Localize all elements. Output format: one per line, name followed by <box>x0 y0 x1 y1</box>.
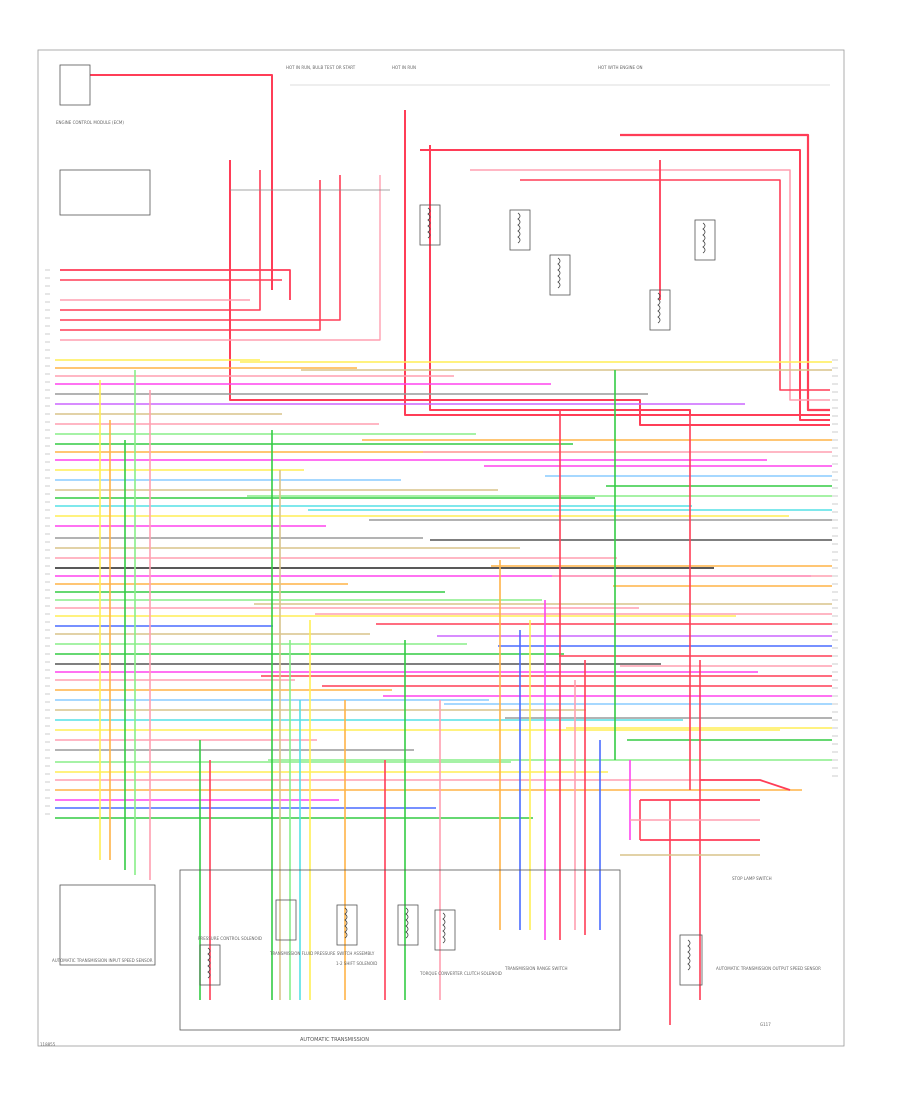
relay-coil <box>557 257 561 289</box>
relay-coil <box>427 207 431 239</box>
label-ecm: ENGINE CONTROL MODULE (ECM) <box>56 120 124 125</box>
label-pressure-control-solenoid: PRESSURE CONTROL SOLENOID <box>198 936 262 941</box>
solenoid-coil <box>442 912 446 944</box>
wire <box>60 175 341 321</box>
relay-5 <box>694 219 716 261</box>
ecm-connector <box>59 64 91 106</box>
diagram-title: AUTOMATIC TRANSMISSION <box>300 1037 369 1043</box>
solenoid-coil <box>344 907 348 939</box>
wire-layer <box>55 74 832 1025</box>
label-hot-in-run: HOT IN RUN <box>392 65 416 70</box>
relay-coil <box>702 222 706 254</box>
shift-solenoid-2 <box>397 904 419 946</box>
fluid-pressure-switch <box>275 899 297 941</box>
input-speed-sensor <box>59 884 156 966</box>
relay-2 <box>509 209 531 251</box>
label-shift-solenoid-1: 1-2 SHIFT SOLENOID <box>336 961 377 966</box>
label-stop-lamp-switch: STOP LAMP SWITCH <box>732 876 772 881</box>
label-hot-with-engine: HOT WITH ENGINE ON <box>598 65 642 70</box>
wire <box>420 149 830 421</box>
label-hot-at-all-times: HOT IN RUN, BULB TEST OR START <box>286 65 356 70</box>
ecm-block <box>59 169 151 216</box>
wire <box>404 110 830 416</box>
label-ground: G117 <box>760 1022 771 1027</box>
label-tcc-solenoid: TORQUE CONVERTER CLUTCH SOLENOID <box>419 971 502 976</box>
solenoid-coil <box>207 947 211 979</box>
wire <box>470 169 830 401</box>
label-output-speed-sensor: AUTOMATIC TRANSMISSION OUTPUT SPEED SENS… <box>716 966 821 971</box>
shift-solenoid-1 <box>336 904 358 946</box>
wire <box>60 269 291 300</box>
component-layer <box>45 64 838 1031</box>
transmission-outline <box>179 869 621 1031</box>
pressure-control-solenoid <box>199 944 221 986</box>
label-range-switch: TRANSMISSION RANGE SWITCH <box>504 966 568 971</box>
relay-coil <box>657 292 661 324</box>
relay-1 <box>419 204 441 246</box>
wire <box>520 179 830 391</box>
solenoid-coil <box>405 907 409 939</box>
wire <box>60 175 381 341</box>
footer-code: 118855 <box>40 1042 56 1047</box>
sensor-coil <box>687 939 691 971</box>
relay-coil <box>517 212 521 244</box>
output-speed-sensor <box>679 934 703 986</box>
power-feed <box>90 74 273 290</box>
wire <box>700 779 791 791</box>
tcc-solenoid <box>434 909 456 951</box>
wire <box>60 180 321 331</box>
wire <box>620 133 830 412</box>
diagram-border <box>37 49 845 1047</box>
label-input-speed-sensor: AUTOMATIC TRANSMISSION INPUT SPEED SENSO… <box>52 958 153 963</box>
relay-3 <box>549 254 571 296</box>
wire <box>60 170 261 311</box>
relay-4 <box>649 289 671 331</box>
label-fluid-pressure-switch: TRANSMISSION FLUID PRESSURE SWITCH ASSEM… <box>269 951 375 956</box>
